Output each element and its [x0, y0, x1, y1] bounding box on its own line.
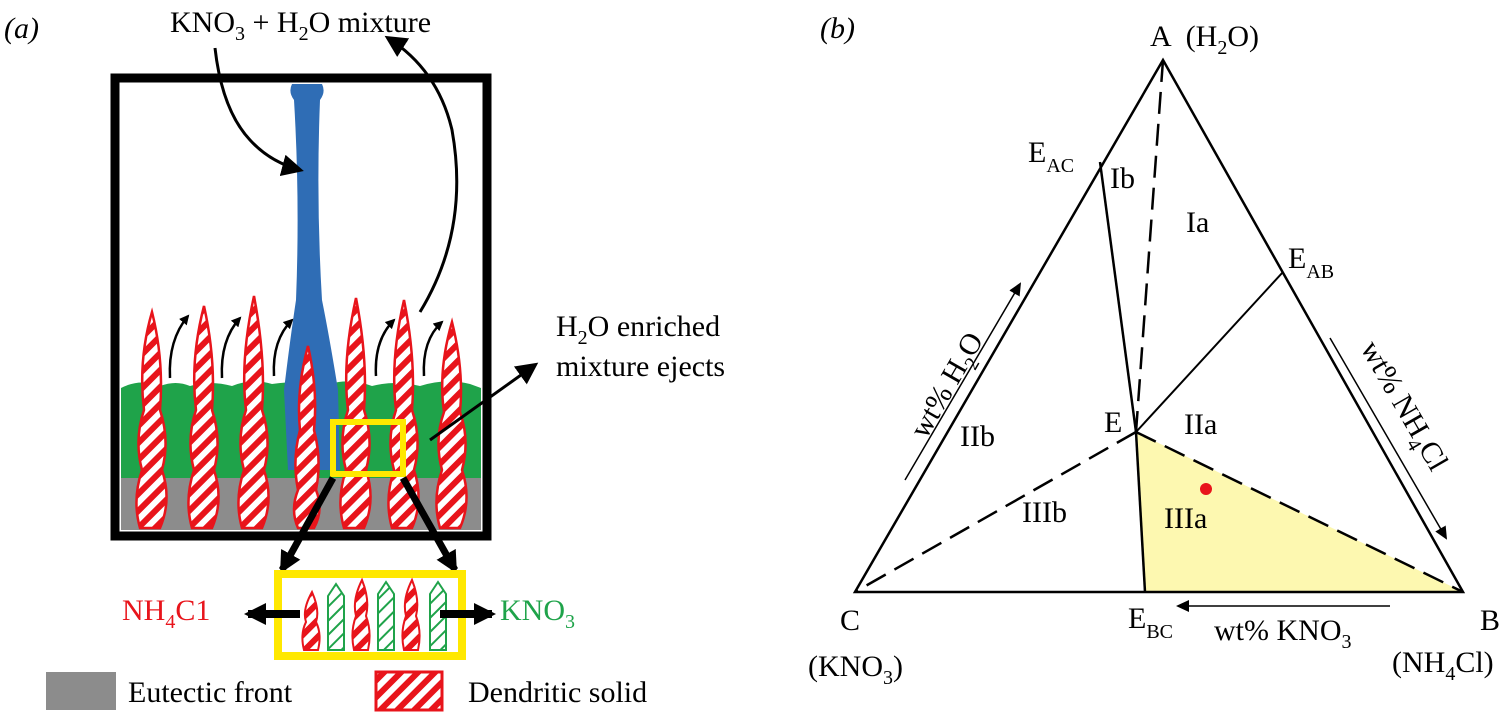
- region-IIIb-label: IIIb: [1022, 496, 1067, 529]
- line-EAB-E: [1135, 271, 1284, 433]
- zoom-box-small: [330, 419, 406, 477]
- composition-point: [1200, 483, 1212, 495]
- vertex-B-formula: (NH4Cl): [1392, 646, 1494, 685]
- dashed-E-C: [854, 430, 1137, 594]
- region-IIb-label: IIb: [960, 420, 995, 453]
- panel-b-label: (b): [820, 12, 855, 45]
- legend-eutectic-label: Eutectic front: [128, 676, 293, 709]
- vertex-C-formula: (KNO3): [808, 650, 903, 689]
- region-IIIa-label: IIIa: [1164, 502, 1207, 535]
- zoom-green-crystals: [327, 580, 447, 651]
- dashed-A-E: [1134, 59, 1165, 433]
- inflow-arrow: [213, 47, 304, 176]
- panel-b: (b) A(H2O) B (NH4Cl) C (KNO3) EAC EAB EB…: [808, 12, 1500, 689]
- panel-a-label: (a): [4, 12, 39, 45]
- line-E-EBC: [1134, 431, 1147, 593]
- outflow-arrow: [384, 35, 459, 313]
- zoom-arrow-right: [399, 476, 459, 574]
- ejection-arrows: [168, 314, 444, 379]
- vertex-B-name: B: [1480, 604, 1500, 637]
- eject-label-line1: H2O enriched: [556, 310, 720, 349]
- E-label: E: [1104, 406, 1122, 439]
- legend-eutectic-swatch: [46, 672, 116, 710]
- top-mixture-label: KNO3 + H2O mixture: [170, 6, 431, 45]
- dendrites: [135, 295, 468, 530]
- axis-right-label: wt% NH4Cl: [1349, 335, 1455, 479]
- region-Ib-label: Ib: [1110, 162, 1135, 195]
- legend-dendritic-label: Dendritic solid: [468, 676, 647, 709]
- region-Ia-label: Ia: [1186, 206, 1209, 239]
- panel-a: (a) KNO3 + H2O mixture: [4, 6, 725, 712]
- ternary-triangle: [852, 57, 1466, 594]
- E-BC-label: EBC: [1128, 602, 1173, 643]
- zoom-red-dendrites: [301, 577, 421, 651]
- nh4cl-label: NH4C1: [122, 594, 210, 633]
- line-EAC-E: [1098, 161, 1138, 433]
- zoom-arrow-left: [278, 476, 337, 574]
- E-AC-label: EAC: [1028, 136, 1074, 177]
- eject-arrow: [429, 362, 539, 442]
- blue-plume: [284, 84, 340, 470]
- axis-left-arrow: [904, 282, 1022, 481]
- axis-bottom-label: wt% KNO3: [1214, 614, 1352, 653]
- E-AB-label: EAB: [1288, 242, 1334, 283]
- region-IIa-label: IIa: [1184, 408, 1217, 441]
- dashed-E-B: [1135, 430, 1464, 594]
- legend-dendritic-swatch: [374, 670, 444, 712]
- eject-label-line2: mixture ejects: [556, 350, 725, 383]
- kno3-label: KNO3: [500, 594, 575, 633]
- vertex-A-label: A(H2O): [1150, 20, 1259, 59]
- vertex-C-name: C: [840, 604, 860, 637]
- axis-right-arrow: [1329, 337, 1448, 540]
